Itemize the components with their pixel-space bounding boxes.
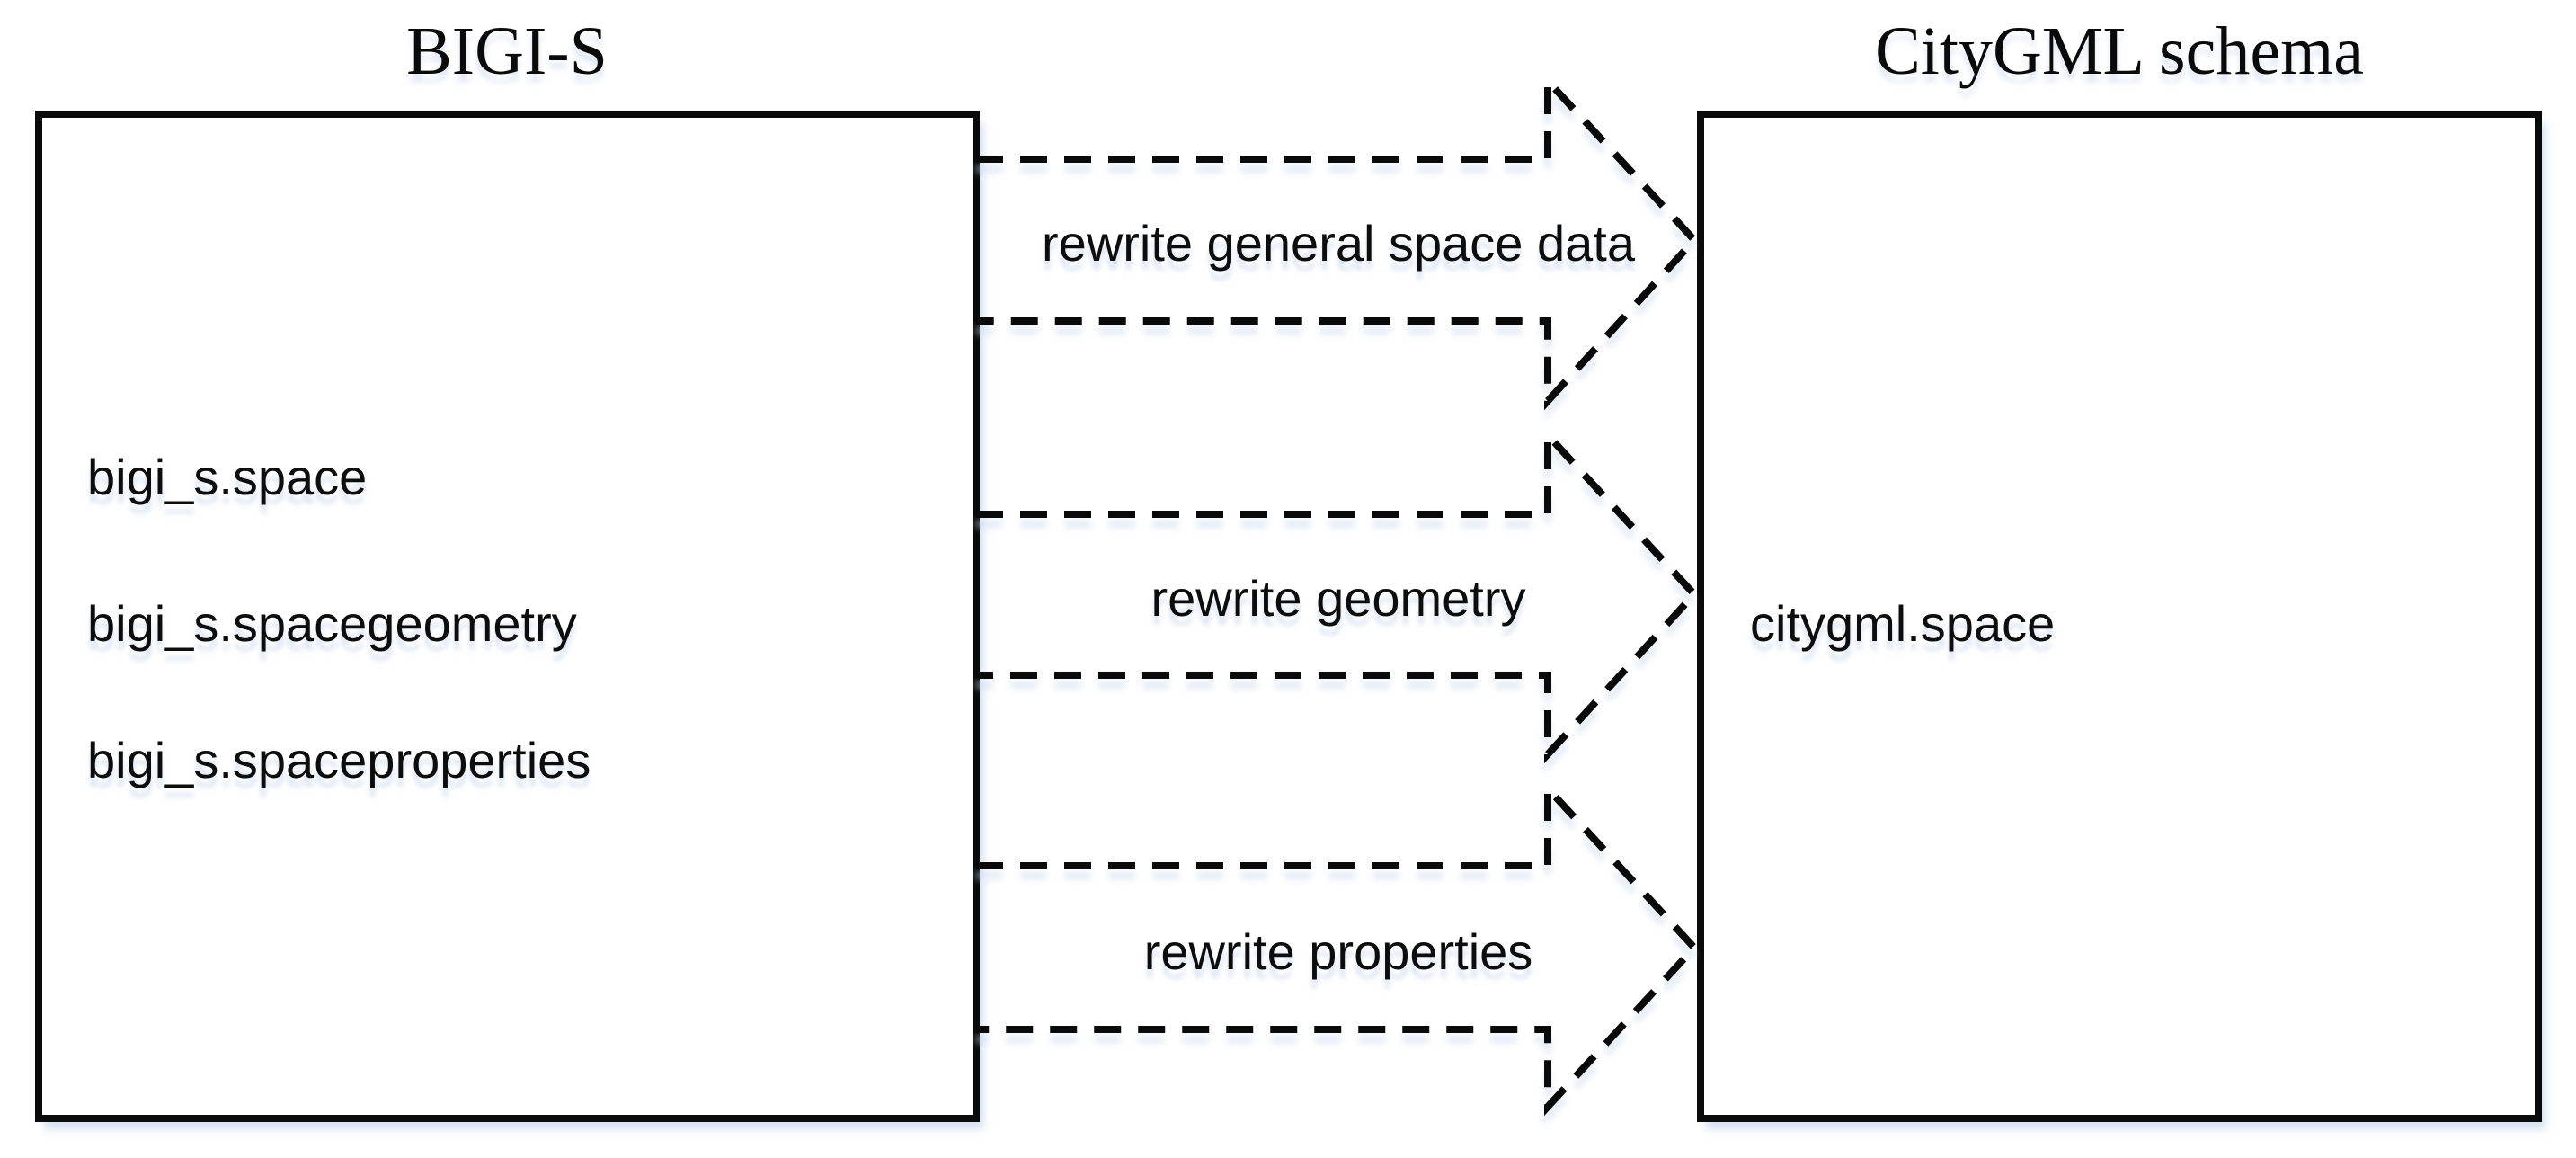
left-item-spaceproperties: bigi_s.spaceproperties xyxy=(87,732,591,788)
right-box-title: CityGML schema xyxy=(1875,13,2364,89)
right-item-citygml-space: citygml.space xyxy=(1750,595,2056,652)
left-item-spacegeometry: bigi_s.spacegeometry xyxy=(87,595,577,652)
arrow-label-properties: rewrite properties xyxy=(1143,923,1533,980)
left-schema-box xyxy=(35,111,980,1122)
arrow-label-general-space-data: rewrite general space data xyxy=(1042,215,1635,272)
right-schema-box xyxy=(1697,111,2542,1122)
left-box-title: BIGI-S xyxy=(406,13,608,89)
left-item-space: bigi_s.space xyxy=(87,449,368,505)
arrow-label-geometry: rewrite geometry xyxy=(1150,570,1526,627)
